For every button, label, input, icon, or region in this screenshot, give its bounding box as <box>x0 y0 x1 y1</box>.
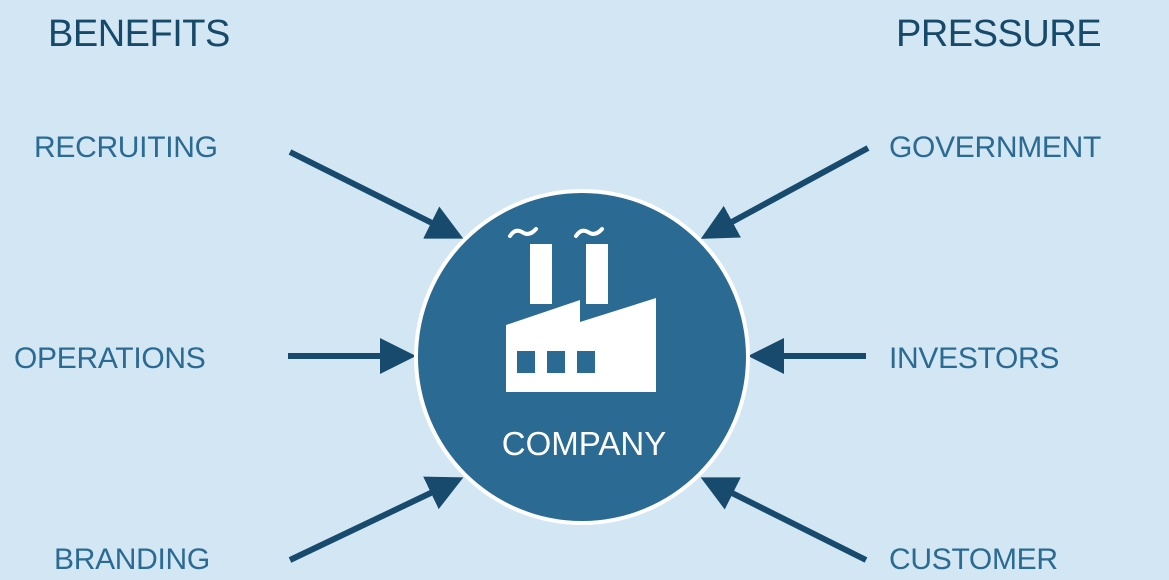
pressure-heading: PRESSURE <box>896 13 1102 55</box>
benefit-branding-label: BRANDING <box>54 543 210 576</box>
benefit-operations-label: OPERATIONS <box>14 342 206 375</box>
pressure-government-label: GOVERNMENT <box>889 131 1102 164</box>
arrow-recruiting <box>288 149 464 239</box>
benefit-recruiting-label: RECRUITING <box>34 131 218 164</box>
arrow-customer <box>700 477 868 563</box>
pressure-investors-label: INVESTORS <box>889 342 1060 375</box>
arrow-government <box>700 145 870 239</box>
arrow-branding <box>288 476 464 563</box>
company-circle-fill <box>418 193 746 521</box>
pressure-customer-label: CUSTOMER <box>889 543 1058 576</box>
factory-icon <box>506 227 656 392</box>
company-label: COMPANY <box>501 425 667 462</box>
benefits-heading: BENEFITS <box>48 13 230 55</box>
